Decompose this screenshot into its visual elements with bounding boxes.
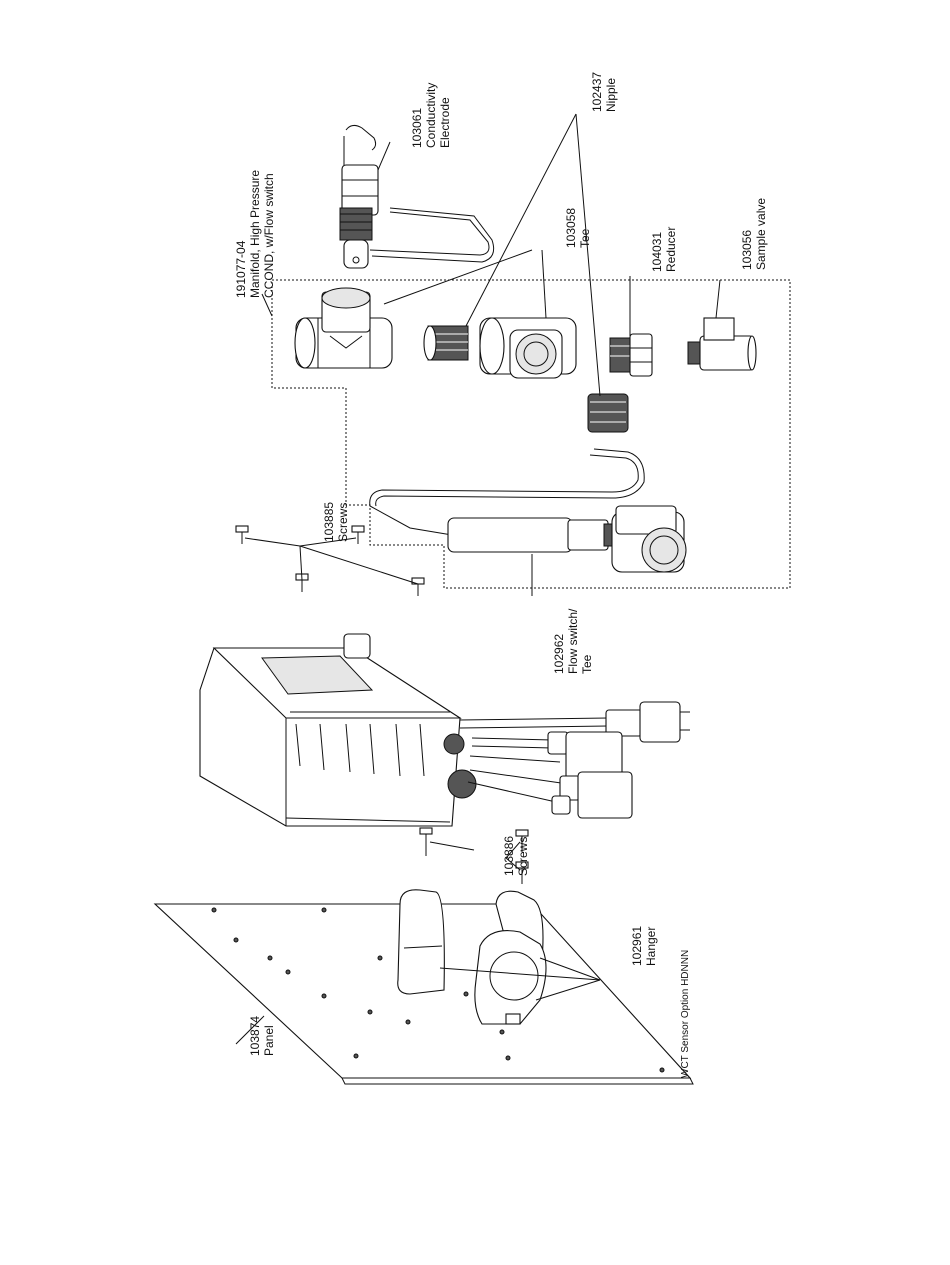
screws-bottom (419, 827, 529, 884)
nipple-loose (587, 393, 629, 433)
manifold-tee (294, 287, 393, 369)
panel-holes (211, 907, 665, 1073)
enclosure-latches (295, 723, 425, 777)
nipple-threaded (423, 325, 469, 361)
power-cables (459, 701, 690, 819)
hangers (397, 889, 547, 1025)
controller-enclosure (199, 633, 477, 827)
sample-valve (687, 317, 757, 371)
tee-fitting (479, 317, 577, 379)
reducer (609, 333, 653, 377)
manifold-boundary (271, 279, 791, 589)
leader-lines (235, 113, 721, 1045)
footer-caption: WCT Sensor Option HDNNN (680, 949, 691, 1078)
conductivity-electrode (339, 124, 495, 269)
flow-switch-tee (369, 448, 687, 573)
